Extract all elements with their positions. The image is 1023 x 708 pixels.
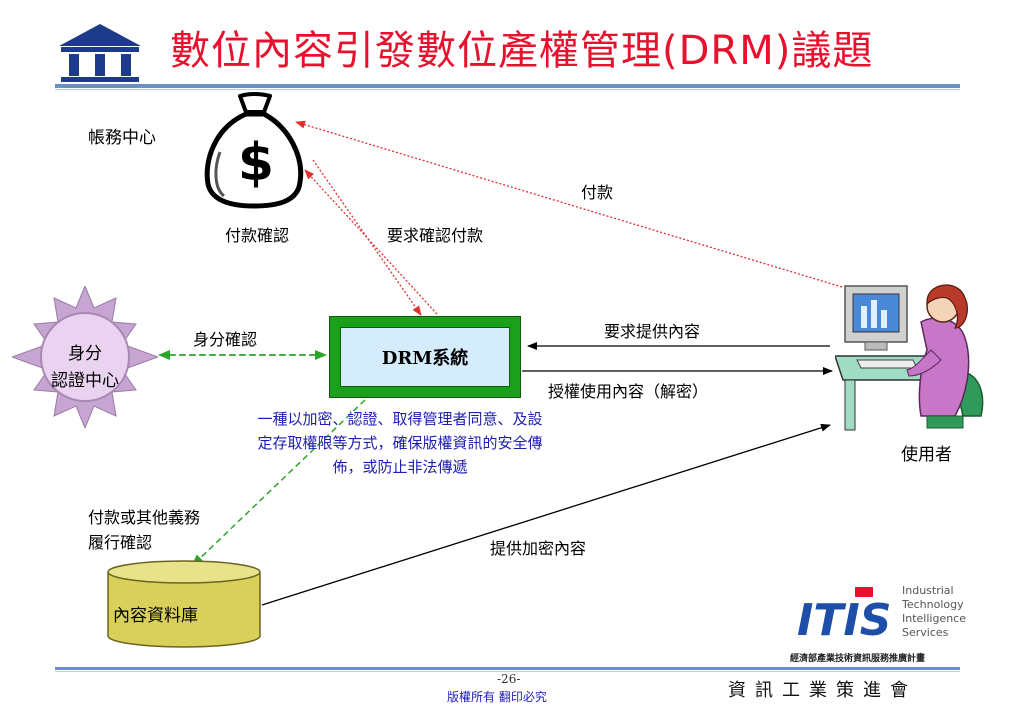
user-label: 使用者 [901, 445, 952, 465]
drm-description: 一種以加密、認證、取得管理者同意、及設 定存取權限等方式，確保版權資訊的安全傳 … [257, 410, 543, 476]
edge-pay [295, 120, 843, 288]
auth-center-label: 身分 認證中心 [51, 344, 119, 391]
money-bag-icon: $ [204, 92, 304, 209]
footer-divider [55, 667, 960, 670]
label-provide-encrypted: 提供加密內容 [490, 539, 587, 558]
footer-divider-thin [55, 671, 960, 672]
page-title: 數位內容引發數位產權管理(DRM)議題 [170, 28, 874, 74]
database-cylinder-icon [107, 560, 261, 648]
title-divider-thin [55, 89, 960, 90]
itis-subtitle: 經濟部產業技術資訊服務推廣計畫 [790, 654, 926, 664]
label-request-pay-confirm: 要求確認付款 [387, 226, 484, 245]
label-identity-confirm: 身分確認 [193, 330, 258, 349]
edge-pay-confirm [304, 169, 438, 315]
label-pay: 付款 [581, 183, 614, 202]
itis-logo-icon: ITIS [797, 587, 891, 645]
edge-request-pay-confirm [312, 159, 422, 316]
billing-center-label: 帳務中心 [88, 128, 156, 148]
edge-provide-encrypted [261, 423, 831, 606]
logo-icon [59, 24, 141, 82]
label-pay-confirm: 付款確認 [225, 226, 290, 245]
label-authorize-content: 授權使用內容（解密） [548, 382, 709, 401]
computer-user-icon [835, 284, 984, 431]
database-label: 內容資料庫 [113, 606, 198, 626]
title-divider [55, 84, 960, 88]
copyright-notice: 版權所有 翻印必究 [447, 690, 547, 704]
label-request-content: 要求提供內容 [604, 322, 701, 341]
page-number: -26- [497, 672, 521, 686]
drm-system-label: DRM系統 [340, 327, 510, 387]
star-badge-icon [12, 286, 158, 428]
itis-wordmark: Industrial Technology Intelligence Servi… [902, 584, 967, 639]
svg-text:ITIS: ITIS [797, 595, 891, 645]
footer-organization: 資訊工業策進會 [728, 680, 917, 701]
label-pay-other: 付款或其他義務 履行確認 [88, 508, 201, 552]
svg-text:$: $ [238, 133, 274, 193]
drm-system-box: DRM系統 [329, 316, 521, 398]
